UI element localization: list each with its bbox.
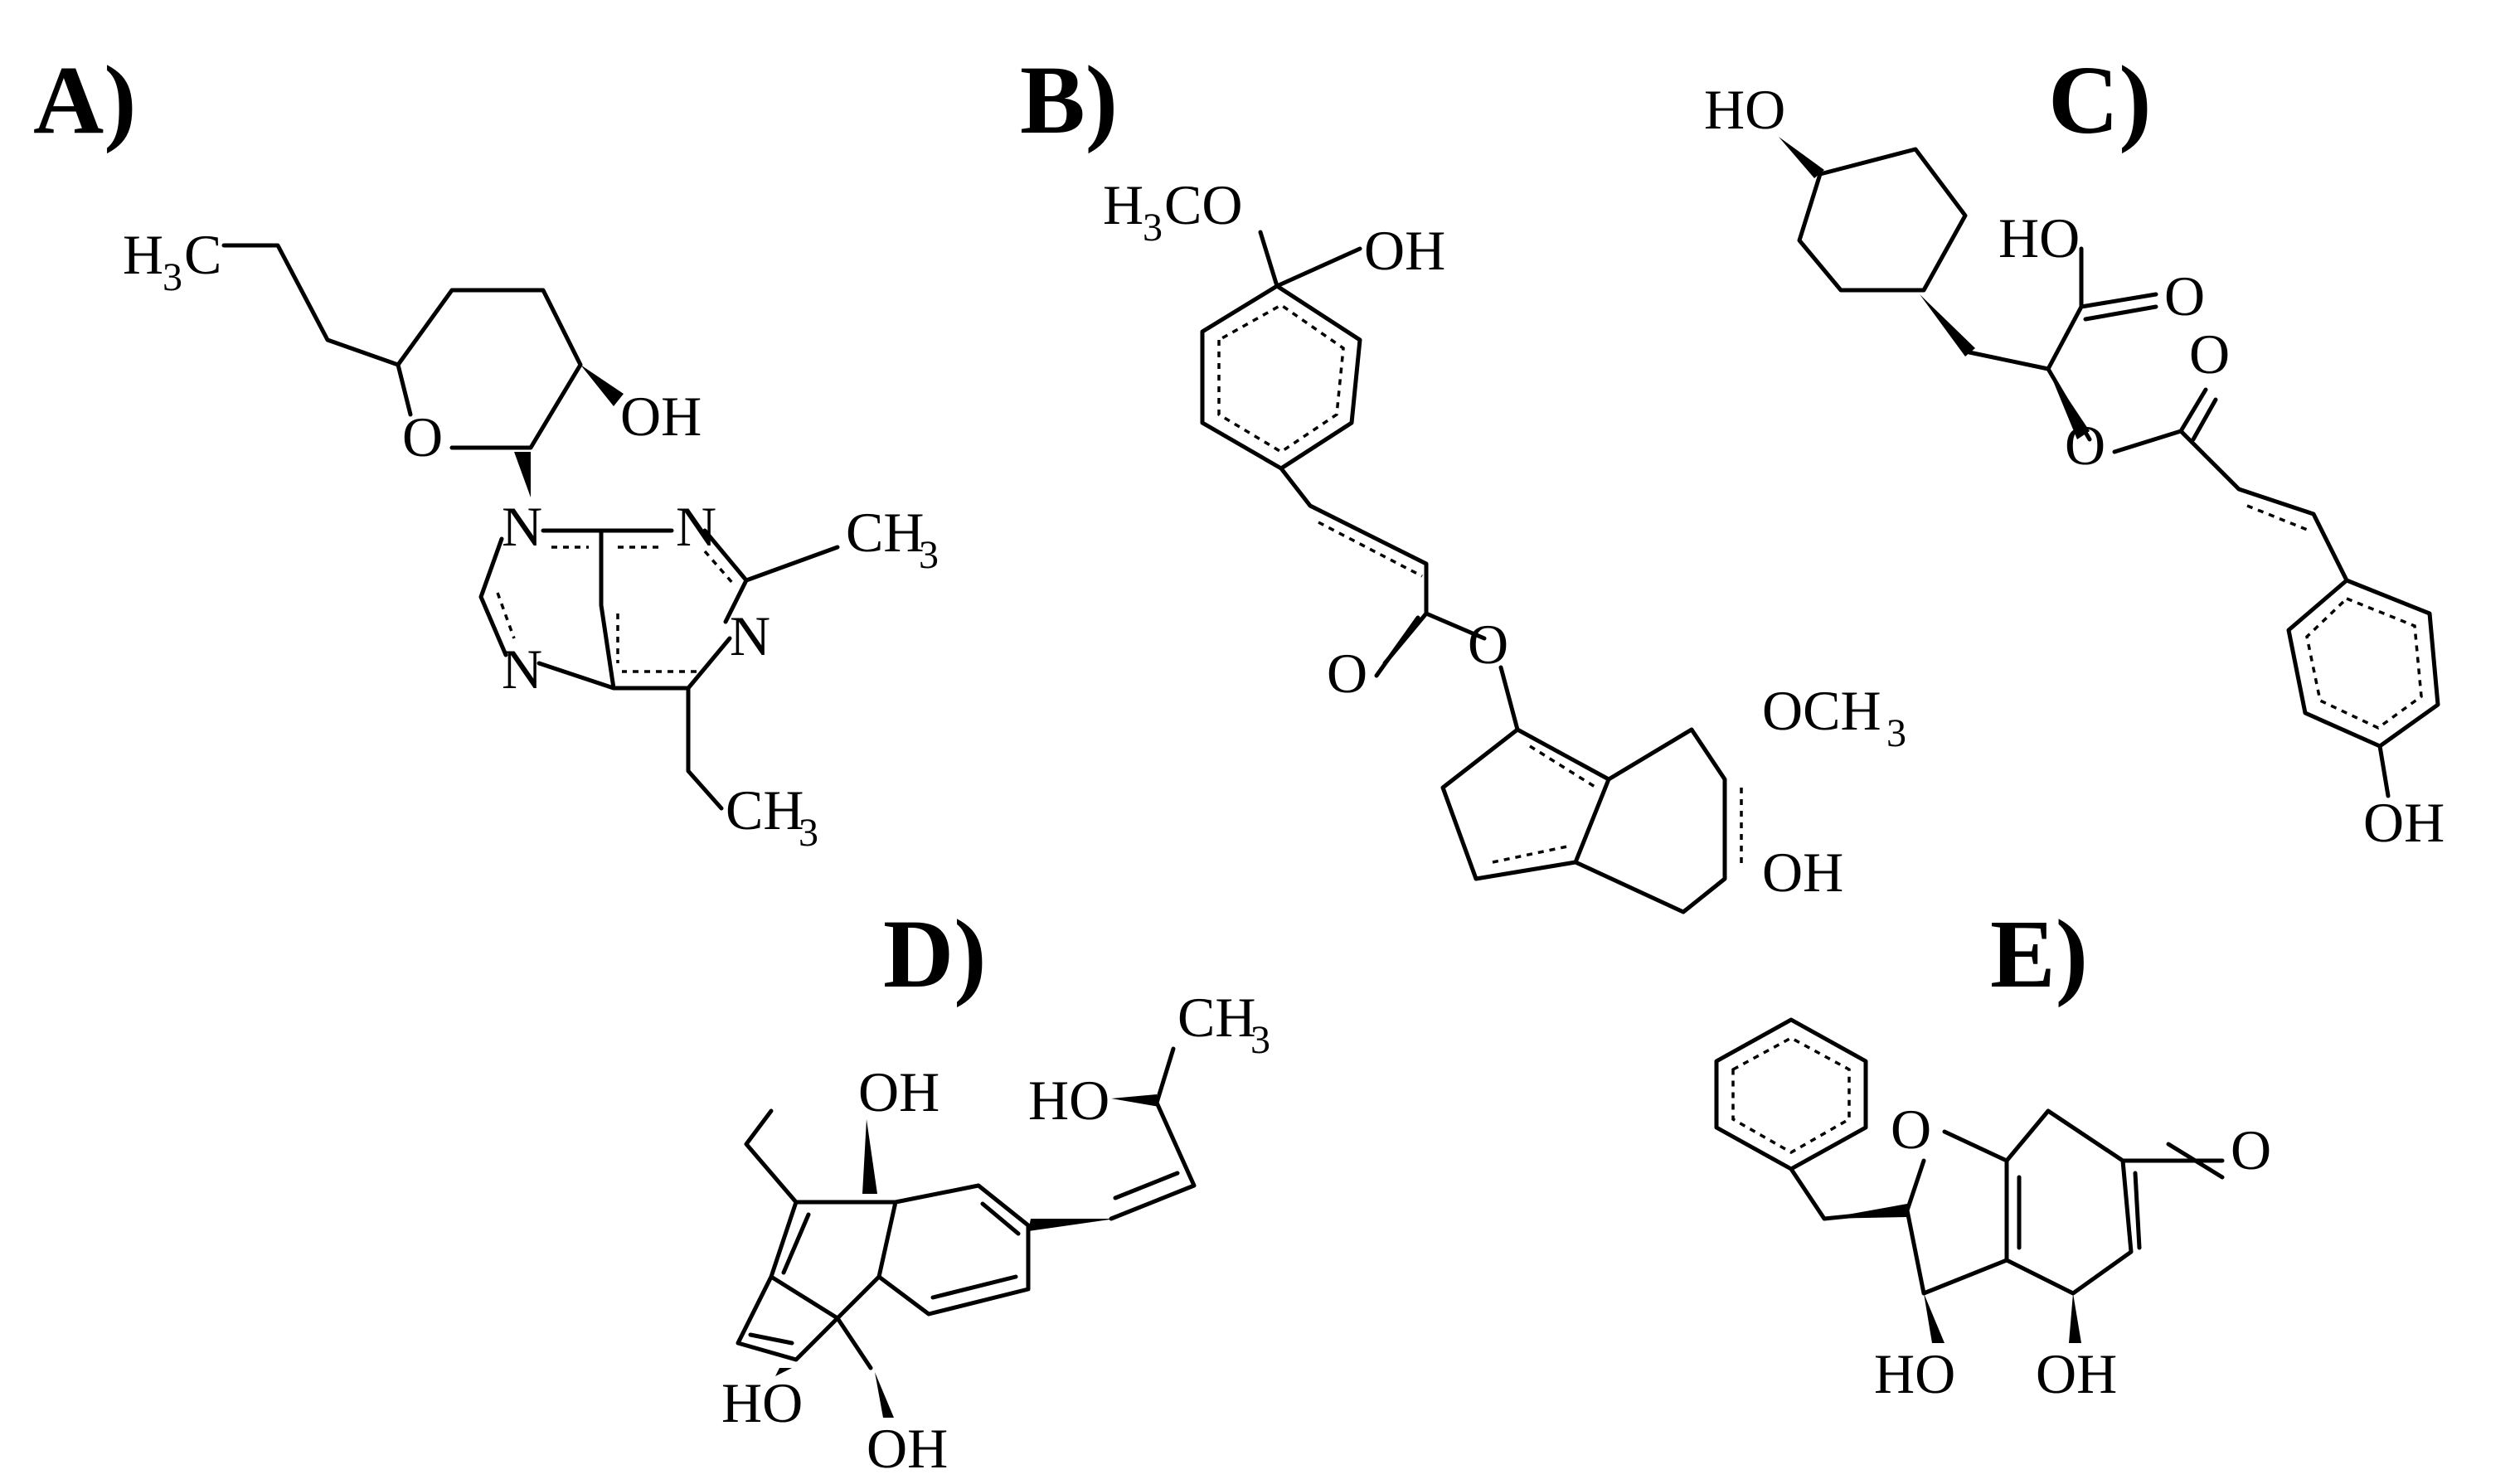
atom-d-oh-top: OH bbox=[858, 1060, 939, 1123]
atom-e-o-ring: O bbox=[1891, 1098, 1931, 1161]
bond-e-rings bbox=[1905, 1108, 2225, 1296]
bond-a-aromatic bbox=[496, 546, 736, 673]
panel-label-d: D) bbox=[883, 900, 987, 1008]
atom-b-oh-top: OH bbox=[1364, 219, 1445, 282]
panel-label-b: B) bbox=[1020, 46, 1118, 154]
wedge-c-ring bbox=[1920, 294, 1975, 356]
atom-c-ho-top: HO bbox=[1704, 78, 1785, 141]
bond-b-chain bbox=[1279, 466, 1487, 666]
atom-a-h3c-c: C bbox=[184, 223, 221, 286]
atom-a-ch3-bot: CH bbox=[726, 778, 804, 841]
atom-a-o: O bbox=[402, 405, 443, 468]
atom-c-ho-acid: HO bbox=[1998, 206, 2080, 269]
panel-label-e: E) bbox=[1990, 900, 2088, 1008]
panel-label-a: A) bbox=[33, 46, 137, 154]
bond-c-cyclohexane bbox=[1797, 147, 1968, 293]
wedge-a-n bbox=[514, 452, 531, 497]
wedge-d-ho-side bbox=[1111, 1094, 1159, 1107]
bond-b-indene bbox=[1440, 665, 1727, 914]
bond-e-double-bonds bbox=[2017, 1171, 2142, 1250]
bond-c-phenol bbox=[2286, 578, 2440, 798]
atom-b-h3co-co: CO bbox=[1164, 173, 1242, 236]
atom-a-n7: N bbox=[502, 638, 542, 701]
atom-b-oh-bot: OH bbox=[1762, 841, 1843, 904]
bond-a-ethyl bbox=[686, 686, 724, 811]
bond-c-chain bbox=[1967, 246, 2158, 442]
bond-e-benzene bbox=[1714, 1017, 1910, 1221]
bond-a-purine bbox=[478, 528, 840, 691]
atom-e-ho-left: HO bbox=[1874, 1342, 1955, 1405]
atom-a-n1: N bbox=[730, 604, 770, 667]
wedge-e-oh bbox=[2069, 1293, 2081, 1343]
wedge-a-oh bbox=[580, 365, 624, 406]
bond-c-ester bbox=[2112, 387, 2349, 583]
atom-c-o-carbonyl: O bbox=[2189, 323, 2230, 386]
atom-b-o-carbonyl: O bbox=[1327, 642, 1367, 705]
atom-b-och3: OCH bbox=[1762, 679, 1881, 742]
structure-e: E) O O HO OH bbox=[1714, 900, 2271, 1405]
atom-a-ch3-bot-sub: 3 bbox=[799, 811, 818, 855]
atom-a-ch3-top-sub: 3 bbox=[919, 533, 939, 577]
bond-c-carbonyl-double bbox=[2191, 397, 2218, 442]
bond-c-phenol-inner bbox=[2305, 596, 2423, 730]
atom-a-n9: N bbox=[502, 495, 542, 558]
wedge-d-oh-bot bbox=[875, 1372, 894, 1418]
atom-d-ho-left: HO bbox=[721, 1371, 803, 1434]
bond-e-benzene-inner bbox=[1731, 1036, 1851, 1155]
bond-d-double-bonds bbox=[748, 1201, 1021, 1346]
atom-a-h3c-h: H bbox=[123, 223, 163, 286]
atom-b-h3co-sub: 3 bbox=[1143, 206, 1163, 250]
wedge-c-ho bbox=[1779, 137, 1824, 178]
structure-c: C) HO HO O O O OH bbox=[1704, 46, 2445, 854]
wedge-d-oh-top bbox=[862, 1119, 877, 1194]
atom-a-ch3-top: CH bbox=[846, 501, 924, 564]
bond-b-carbonyl bbox=[1374, 615, 1420, 678]
atom-a-oh: OH bbox=[620, 385, 702, 448]
atom-e-o-ald: O bbox=[2231, 1118, 2271, 1181]
atom-e-oh-right: OH bbox=[2036, 1342, 2117, 1405]
atom-a-n3: N bbox=[676, 495, 716, 558]
atom-c-o-acid: O bbox=[2164, 264, 2205, 327]
bond-b-chain-double bbox=[1318, 521, 1423, 578]
bond-b-benzene-inner bbox=[1217, 303, 1345, 454]
panel-label-c: C) bbox=[2048, 46, 2152, 154]
atom-d-ho-side: HO bbox=[1028, 1069, 1109, 1132]
structure-d: D) CH 3 HO OH HO OH bbox=[721, 900, 1270, 1480]
atom-c-o-ester: O bbox=[2065, 414, 2105, 477]
bond-a-pyran bbox=[396, 288, 583, 450]
bond-b-benzene bbox=[1200, 230, 1362, 471]
atom-c-oh-bot: OH bbox=[2363, 791, 2445, 854]
wedge-d-ho-left bbox=[775, 1368, 792, 1376]
atom-a-h3c-sub: 3 bbox=[163, 255, 182, 299]
atom-d-ch3: CH bbox=[1177, 986, 1255, 1049]
structure-b: B) H 3 CO OH O O OCH 3 OH bbox=[1020, 46, 1906, 914]
bond-b-indene-double bbox=[1492, 744, 1743, 866]
bond-e-ald-double bbox=[2166, 1142, 2225, 1180]
atom-b-och3-sub: 3 bbox=[1886, 711, 1906, 755]
wedge-e-ring bbox=[1824, 1204, 1907, 1219]
bond-d-rings bbox=[736, 1108, 1031, 1370]
bond-d-side-chain bbox=[1109, 1046, 1197, 1221]
wedge-e-ho bbox=[1924, 1293, 1945, 1343]
wedge-d-ring bbox=[1028, 1219, 1115, 1231]
bond-c-acid-double bbox=[2083, 304, 2158, 322]
atom-d-ch3-sub: 3 bbox=[1250, 1018, 1270, 1062]
atom-d-oh-bot: OH bbox=[867, 1417, 948, 1480]
atom-b-o-ester: O bbox=[1468, 613, 1508, 676]
atom-b-h3co-h: H bbox=[1103, 173, 1143, 236]
wedge-c-ester bbox=[2048, 369, 2090, 439]
bond-a-propyl bbox=[221, 243, 401, 367]
bond-d-side-double bbox=[1113, 1171, 1180, 1200]
structure-a: A) H 3 C O OH N N N N CH 3 CH 3 bbox=[33, 46, 939, 855]
